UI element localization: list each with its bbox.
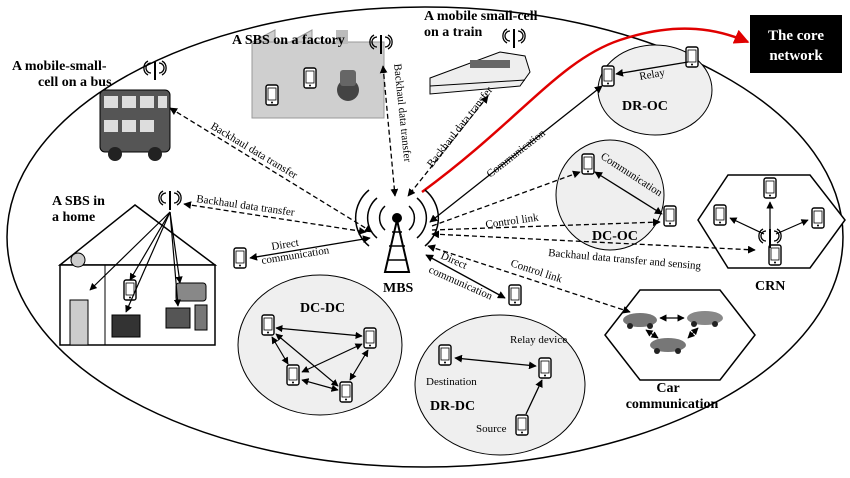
core-network-label-2: network — [769, 48, 823, 64]
relay-device-label: Relay device — [510, 334, 567, 346]
crn-phone-2-icon — [713, 204, 727, 226]
car-2-icon — [687, 311, 723, 327]
car-1-icon — [623, 313, 657, 329]
train-label-2: on a train — [424, 25, 483, 40]
direct-left-link — [249, 235, 371, 261]
backhaul-factory-link — [379, 65, 399, 197]
home-label-1: A SBS in — [52, 194, 105, 209]
dr-oc-phone-1-icon — [601, 65, 615, 87]
dc-dc-phone-4-icon — [339, 381, 353, 403]
factory-icon — [251, 29, 385, 119]
direct-right-phone-icon — [508, 284, 522, 306]
dc-dc-phone-2-icon — [363, 327, 377, 349]
destination-label: Destination — [426, 376, 477, 388]
bus-label-1: A mobile-small- — [12, 59, 107, 74]
dc-oc-comm-link — [594, 171, 663, 215]
dc-dc-phone-3-icon — [286, 364, 300, 386]
direct-right-link — [425, 254, 506, 299]
home-label-2: a home — [52, 210, 95, 225]
train-label-1: A mobile small-cell — [424, 9, 538, 24]
dr-dc-destination-phone-icon — [438, 344, 452, 366]
dr-dc-cluster — [414, 314, 586, 456]
communication-droc-link — [429, 85, 603, 223]
mbs-label: MBS — [383, 281, 414, 296]
dr-dc-source-phone-icon — [515, 414, 529, 436]
control-link-dcoc-1 — [431, 170, 581, 227]
source-label: Source — [476, 423, 507, 435]
dr-oc-phone-2-icon — [685, 46, 699, 68]
dr-dc-relay-phone-icon — [538, 357, 552, 379]
home-phone-icon — [123, 279, 137, 301]
factory-phone-1-icon — [265, 84, 279, 106]
dc-oc-phone-2-icon — [663, 205, 677, 227]
home-icon — [57, 204, 218, 346]
factory-label: A SBS on a factory — [232, 33, 345, 48]
dr-oc-label: DR-OC — [622, 99, 668, 114]
car-label-2: communication — [626, 397, 719, 412]
dc-dc-cluster — [237, 274, 403, 416]
backhaul-home-link — [183, 201, 367, 235]
dc-oc-phone-1-icon — [581, 153, 595, 175]
dc-oc-label: DC-OC — [592, 229, 638, 244]
direct-left-phone-icon — [233, 247, 247, 269]
core-network-box — [750, 15, 842, 73]
bus-label-2: cell on a bus — [38, 75, 112, 90]
bus-icon — [99, 89, 171, 161]
dc-dc-phone-1-icon — [261, 314, 275, 336]
dr-dc-label: DR-DC — [430, 399, 475, 414]
control-link-dcoc-2 — [431, 218, 661, 231]
dc-dc-label: DC-DC — [300, 301, 345, 316]
crn-phone-1-icon — [763, 177, 777, 199]
direct-left-label-1: Direct — [271, 237, 300, 253]
backhaul-sensing-link — [431, 230, 756, 254]
core-network-label-1: The core — [768, 28, 824, 44]
dr-oc-relay-label: Relay — [638, 67, 666, 83]
car-label-1: Car — [656, 381, 679, 396]
crn-label: CRN — [755, 279, 785, 294]
factory-phone-2-icon — [303, 67, 317, 89]
car-hexagon — [604, 289, 756, 381]
car-3-icon — [650, 338, 686, 354]
dr-oc-relay-link — [615, 61, 689, 77]
crn-phone-3-icon — [811, 207, 825, 229]
